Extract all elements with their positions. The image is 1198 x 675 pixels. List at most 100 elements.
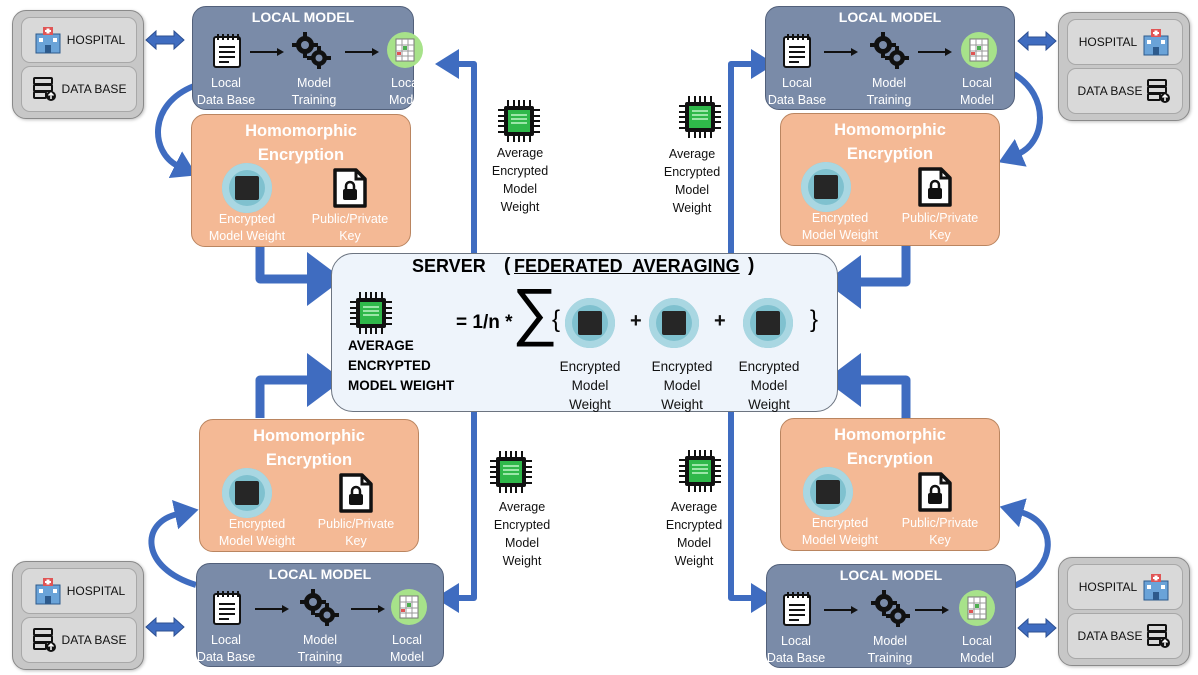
- arrow-right-icon: [351, 605, 385, 613]
- model-table-icon: [391, 589, 427, 625]
- model-table-icon: [387, 32, 423, 68]
- arrow-right-icon: [915, 606, 949, 614]
- arrow-right-icon: [255, 605, 289, 613]
- arrow-he-bl-to-server: [255, 353, 343, 418]
- hospital-panel-bottom-left: HOSPITAL DATA BASE: [12, 561, 144, 670]
- database-label: DATA BASE: [61, 82, 127, 96]
- notebook-icon: [783, 592, 811, 626]
- arrow-right-icon: [345, 48, 379, 56]
- double-arrow-tr: [1017, 30, 1057, 52]
- hospital-row: HOSPITAL: [21, 17, 137, 63]
- hospital-row: HOSPITAL: [1067, 19, 1183, 65]
- formula-text: = 1/n *: [456, 312, 513, 333]
- database-label: DATA BASE: [61, 633, 127, 647]
- database-row: DATA BASE: [21, 617, 137, 663]
- database-label: DATA BASE: [1077, 629, 1143, 643]
- notebook-icon: [213, 591, 241, 625]
- sigma-symbol: ∑: [512, 275, 558, 347]
- encrypted-chip-icon: [222, 468, 272, 518]
- server-title: SERVER: [412, 256, 486, 276]
- hospital-icon: [35, 27, 61, 54]
- cpu-chip-icon: [498, 100, 540, 142]
- database-upload-icon: [1147, 624, 1171, 648]
- lock-file-icon: [333, 168, 367, 208]
- hospital-label: HOSPITAL: [1078, 35, 1138, 49]
- local-model-title: LOCAL MODEL: [268, 566, 372, 582]
- server-subtitle: FEDERATED AVERAGING: [514, 256, 740, 276]
- database-row: DATA BASE: [1067, 68, 1183, 114]
- hospital-icon: [1143, 29, 1169, 56]
- hospital-label: HOSPITAL: [1078, 580, 1138, 594]
- lock-file-icon: [918, 472, 952, 512]
- local-model-title: LOCAL MODEL: [251, 9, 355, 25]
- arrow-right-icon: [824, 48, 858, 56]
- database-row: DATA BASE: [21, 66, 137, 112]
- database-upload-icon: [32, 77, 56, 101]
- server-paren-open: (: [504, 255, 511, 276]
- arrow-right-icon: [918, 48, 952, 56]
- hospital-panel-bottom-right: HOSPITAL DATA BASE: [1058, 557, 1190, 666]
- arrow-right-icon: [250, 48, 284, 56]
- hospital-icon: [35, 578, 61, 605]
- hospital-label: HOSPITAL: [66, 33, 126, 47]
- arrow-he-tl-to-server: [255, 246, 343, 306]
- database-upload-icon: [32, 628, 56, 652]
- encrypted-chip-icon: [801, 162, 851, 212]
- cpu-chip-icon: [350, 292, 392, 334]
- arrow-server-to-lm-tl: [435, 49, 477, 253]
- double-arrow-bl: [145, 616, 185, 638]
- gears-icon: [871, 590, 910, 627]
- local-model-title: LOCAL MODEL: [838, 9, 942, 25]
- hospital-row: HOSPITAL: [21, 568, 137, 614]
- lock-file-icon: [339, 473, 373, 513]
- arrow-lm-tl-to-he: [155, 83, 197, 179]
- encrypted-chip-icon: [565, 298, 615, 348]
- cpu-chip-icon: [490, 451, 532, 493]
- brace-open: {: [552, 306, 561, 333]
- arrow-lm-br-to-he: [999, 498, 1051, 589]
- encrypted-chip-icon: [222, 163, 272, 213]
- hospital-panel-top-right: HOSPITAL DATA BASE: [1058, 12, 1190, 121]
- hospital-icon: [1143, 574, 1169, 601]
- hospital-row: HOSPITAL: [1067, 564, 1183, 610]
- gears-icon: [300, 589, 339, 626]
- database-label: DATA BASE: [1077, 84, 1143, 98]
- arrow-server-to-lm-br: [728, 410, 775, 613]
- encrypted-chip-icon: [743, 298, 793, 348]
- brace-close: }: [810, 306, 819, 333]
- lock-file-icon: [918, 167, 952, 207]
- gears-icon: [870, 32, 909, 69]
- plus-sign: +: [714, 310, 726, 332]
- encrypted-chip-icon: [803, 467, 853, 517]
- double-arrow-br: [1017, 617, 1057, 639]
- arrow-server-to-lm-bl: [435, 410, 477, 613]
- arrow-he-tr-to-server: [825, 246, 911, 309]
- encrypted-chip-icon: [649, 298, 699, 348]
